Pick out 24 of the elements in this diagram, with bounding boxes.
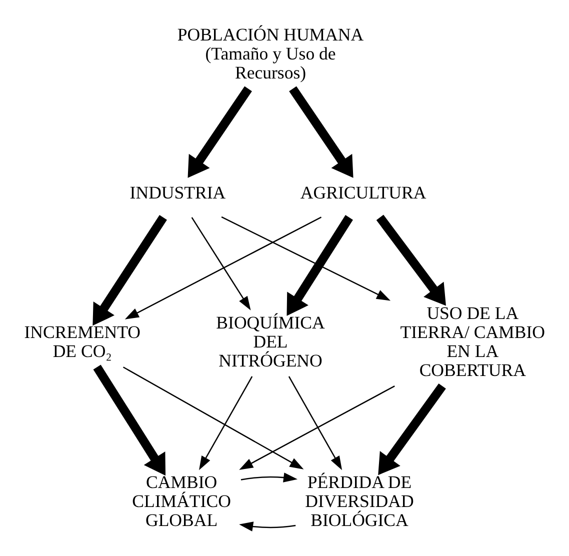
node-text: POBLACIÓN HUMANA (Tamaño y Uso de Recursos): [177, 24, 364, 82]
arrow: [286, 214, 353, 316]
arrow: [92, 214, 167, 326]
node-text: INDUSTRIA: [130, 182, 226, 202]
arrow: [239, 384, 395, 470]
node-text: BIOQUÍMICA DEL NITRÓGENO: [216, 312, 325, 370]
arrow: [376, 214, 446, 306]
node-text: INCREMENTO DE CO₂: [24, 321, 141, 360]
arrow: [191, 216, 251, 310]
arrow: [240, 472, 298, 482]
arrow: [124, 216, 322, 319]
node-text: PÉRDIDA DE DIVERSIDAD BIOLÓGICA: [305, 471, 414, 530]
arrow: [199, 376, 253, 470]
arrow: [378, 382, 446, 475]
arrow: [93, 364, 166, 476]
arrow: [188, 86, 252, 178]
node-text: AGRICULTURA: [300, 182, 426, 202]
node-text: USO DE LA TIERRA/ CAMBIO EN LA COBERTURA: [400, 302, 546, 380]
node-text: CAMBIO CLIMÁTICO GLOBAL: [132, 471, 231, 530]
arrow: [122, 366, 304, 469]
arrow: [239, 521, 296, 531]
arrow: [221, 216, 391, 300]
arrow: [288, 376, 342, 470]
arrow: [289, 86, 354, 178]
